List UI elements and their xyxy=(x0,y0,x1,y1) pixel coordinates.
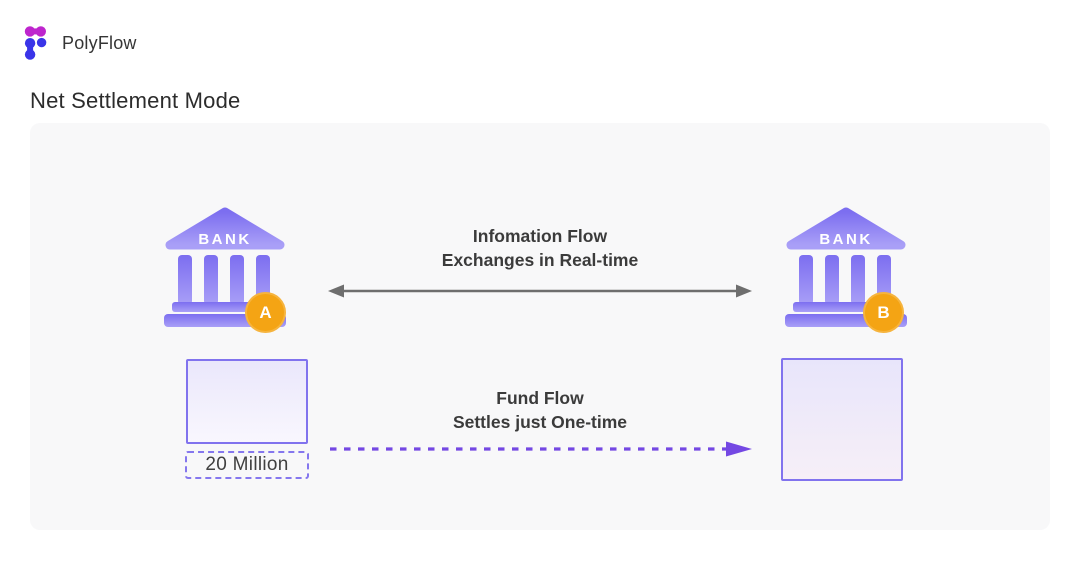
bank-a-icon: BANK xyxy=(164,207,286,327)
brand: PolyFlow xyxy=(24,26,137,60)
fund-flow-line2: Settles just One-time xyxy=(452,412,628,432)
bank-b-badge: B xyxy=(863,292,904,333)
information-flow-line1: Infomation Flow xyxy=(472,226,608,246)
arrow-head-right xyxy=(736,284,752,298)
fund-flow-label: Fund Flow Settles just One-time xyxy=(320,386,760,434)
brand-name: PolyFlow xyxy=(62,32,137,53)
information-flow-line2: Exchanges in Real-time xyxy=(441,250,639,270)
bank-a-fund-box xyxy=(186,359,308,444)
page-title: Net Settlement Mode xyxy=(30,88,241,113)
bank-roof xyxy=(165,207,285,250)
bank-b-fund-box xyxy=(781,358,903,481)
bank-sign-text: BANK xyxy=(198,231,251,248)
settlement-amount-box: 20 Million xyxy=(185,451,309,479)
bank-a-badge: A xyxy=(245,292,286,333)
information-flow-arrow xyxy=(328,284,752,298)
bank-roof xyxy=(786,207,906,250)
polyflow-logo-icon xyxy=(24,26,47,60)
information-flow-label: Infomation Flow Exchanges in Real-time xyxy=(320,224,760,272)
fund-flow-arrow xyxy=(330,441,752,457)
fund-flow-line1: Fund Flow xyxy=(496,388,584,408)
settlement-amount-label: 20 Million xyxy=(205,454,289,475)
arrow-head-left xyxy=(328,284,344,298)
bank-sign-text: BANK xyxy=(819,231,872,248)
bank-b-icon: BANK xyxy=(785,207,907,327)
arrow-head-right xyxy=(726,441,752,457)
